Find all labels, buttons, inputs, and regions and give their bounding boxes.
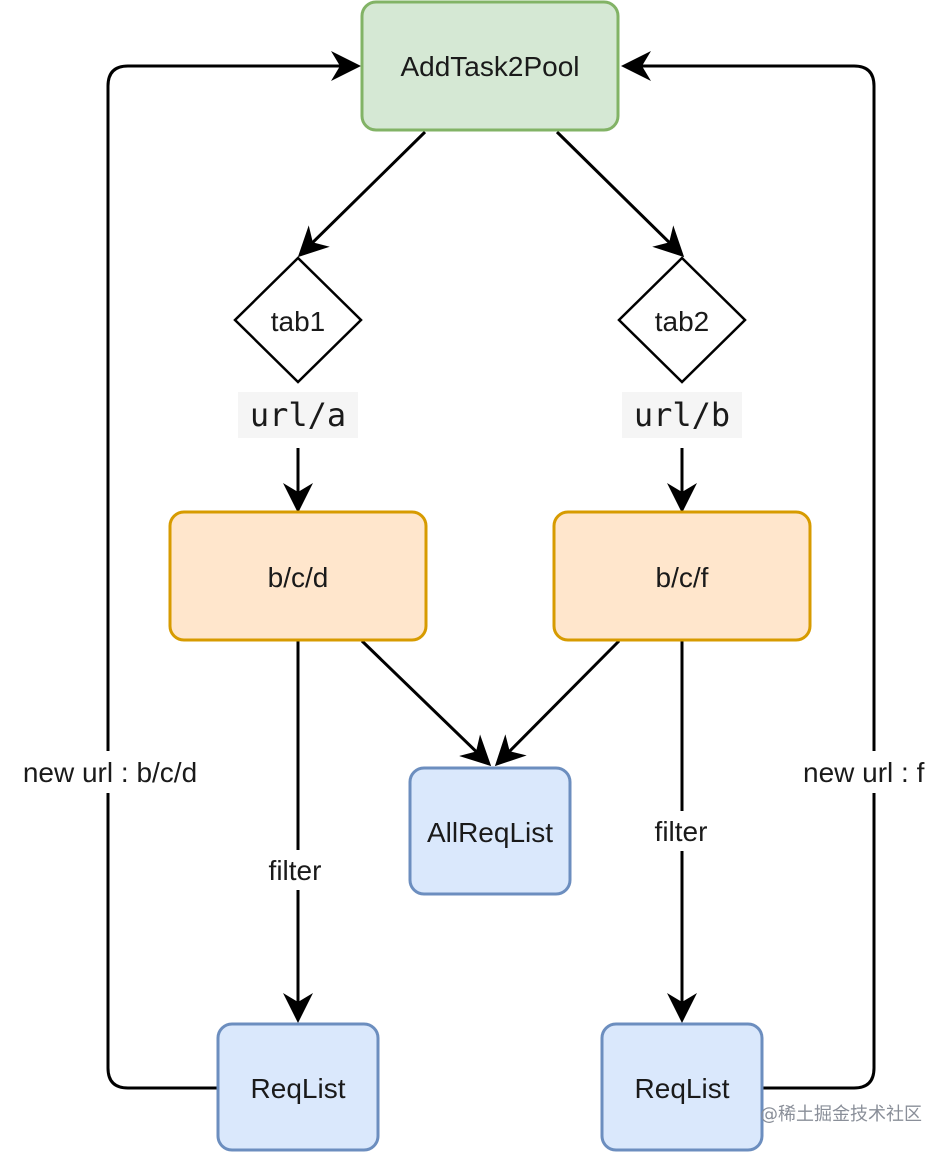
tab2-label: tab2 — [655, 306, 710, 337]
filter-right-label-bg — [642, 811, 718, 851]
edge-reqlist-left-loop-to-pool — [106, 51, 361, 1090]
req-list-right-node — [600, 1022, 764, 1152]
tab1-decision-node — [233, 256, 363, 384]
url-a-label-bg — [238, 392, 358, 438]
req-list-right-label: ReqList — [635, 1073, 730, 1104]
all-req-list-label: AllReqList — [427, 817, 553, 848]
tab1-label: tab1 — [271, 306, 326, 337]
url-b-label-bg — [622, 392, 742, 438]
edge-reqlist-right-loop-to-pool — [621, 51, 876, 1090]
url-a-label: url/a — [250, 396, 346, 434]
new-url-right-label-bg — [800, 751, 952, 793]
filter-left-label-bg — [256, 850, 330, 890]
new-url-right-label: new url : f — [803, 757, 925, 788]
bcf-label: b/c/f — [656, 562, 709, 593]
new-url-left-label-bg — [0, 751, 221, 793]
add-task-to-pool-node — [360, 0, 620, 132]
add-task-to-pool-label: AddTask2Pool — [400, 51, 579, 82]
req-list-left-label: ReqList — [251, 1073, 346, 1104]
all-req-list-node — [408, 766, 572, 896]
edge-pool-to-tab2 — [555, 130, 685, 258]
edge-bcd-to-allreqlist — [360, 639, 492, 767]
new-url-left-label: new url : b/c/d — [23, 757, 197, 788]
edge-bcf-to-allreqlist — [494, 639, 621, 767]
bcf-node — [552, 510, 812, 642]
url-b-label: url/b — [634, 396, 730, 434]
filter-left-label: filter — [269, 855, 322, 886]
bcd-label: b/c/d — [268, 562, 329, 593]
bcd-node — [168, 510, 428, 642]
req-list-left-node — [216, 1022, 380, 1152]
watermark-text: @稀土掘金技术社区 — [760, 1104, 922, 1125]
filter-right-label: filter — [655, 816, 708, 847]
tab2-decision-node — [617, 256, 747, 384]
edge-pool-to-tab1 — [297, 130, 427, 258]
